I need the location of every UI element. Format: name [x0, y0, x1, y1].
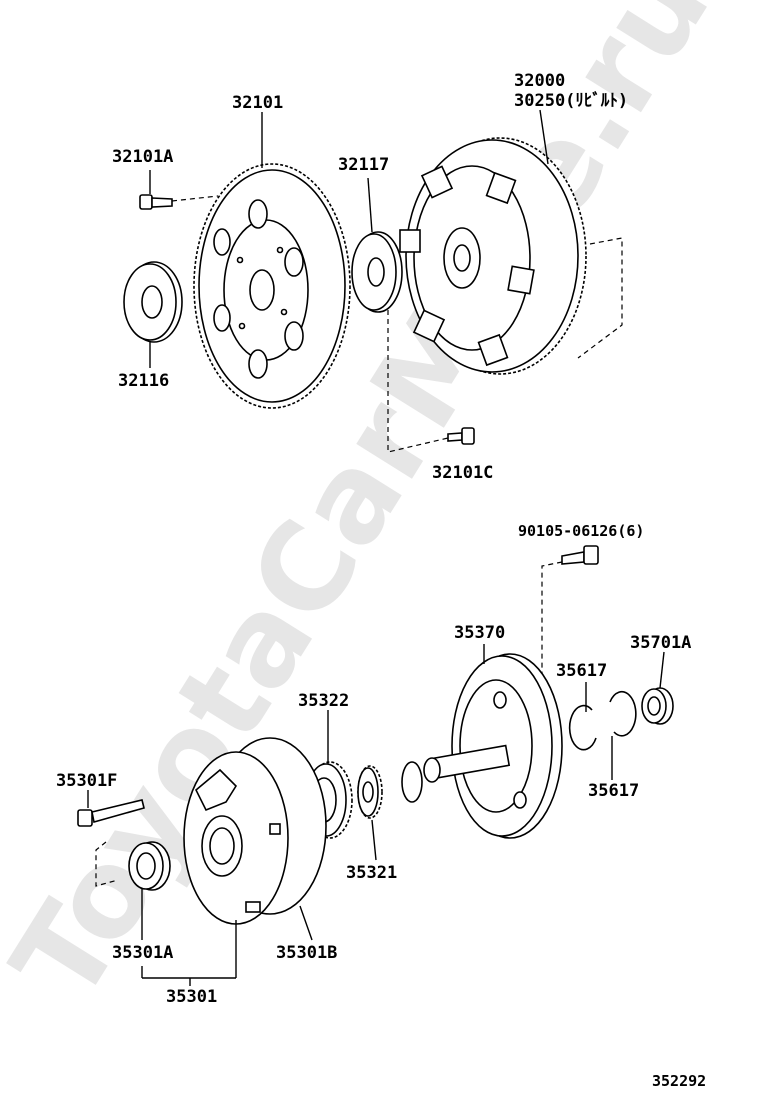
label-35301F: 35301F: [56, 771, 117, 791]
label-32101A: 32101A: [112, 147, 173, 167]
drive-gear-35321: [357, 765, 383, 819]
spacer-32116: [123, 261, 183, 343]
diagram-id: 352292: [652, 1072, 706, 1090]
label-35301: 35301: [166, 987, 217, 1007]
oil-seal-35701A: [641, 687, 674, 725]
label-35301B: 35301B: [276, 943, 337, 963]
label-35701A: 35701A: [630, 633, 691, 653]
label-32101C: 32101C: [432, 463, 493, 483]
bolt-35301F: [77, 799, 145, 827]
label-35321: 35321: [346, 863, 397, 883]
label-32101: 32101: [232, 93, 283, 113]
bolt-90105-06126: [561, 545, 599, 565]
bolt-32101C: [447, 427, 475, 445]
label-32116: 32116: [118, 371, 169, 391]
label-35617-bottom: 35617: [588, 781, 639, 801]
bolt-32101A: [139, 194, 173, 210]
seal-ring-35617-a: [568, 704, 597, 751]
label-30250: 30250(ﾘﾋﾞﾙﾄ): [514, 90, 628, 111]
label-90105-06126: 90105-06126(6): [518, 522, 644, 540]
oil-seal-35301A: [128, 841, 171, 891]
label-35617-top: 35617: [556, 661, 607, 681]
drive-plate-32101: [193, 163, 351, 409]
torque-converter-32000: [399, 137, 587, 375]
label-35301A: 35301A: [112, 943, 173, 963]
label-35370: 35370: [454, 623, 505, 643]
plate-32117: [351, 231, 403, 313]
seal-ring-35617-b: [609, 690, 637, 737]
label-32000: 32000: [514, 71, 565, 91]
label-32117: 32117: [338, 155, 389, 175]
label-35322: 35322: [298, 691, 349, 711]
stator-shaft-35370: [401, 653, 563, 839]
